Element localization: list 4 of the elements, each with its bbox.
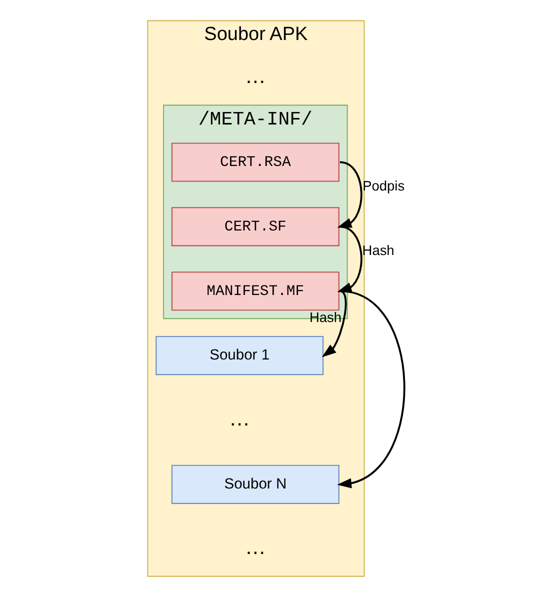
- label: …: [244, 65, 266, 88]
- edge-label: Hash: [308, 310, 341, 326]
- label: …: [228, 407, 250, 430]
- label: …: [244, 536, 266, 560]
